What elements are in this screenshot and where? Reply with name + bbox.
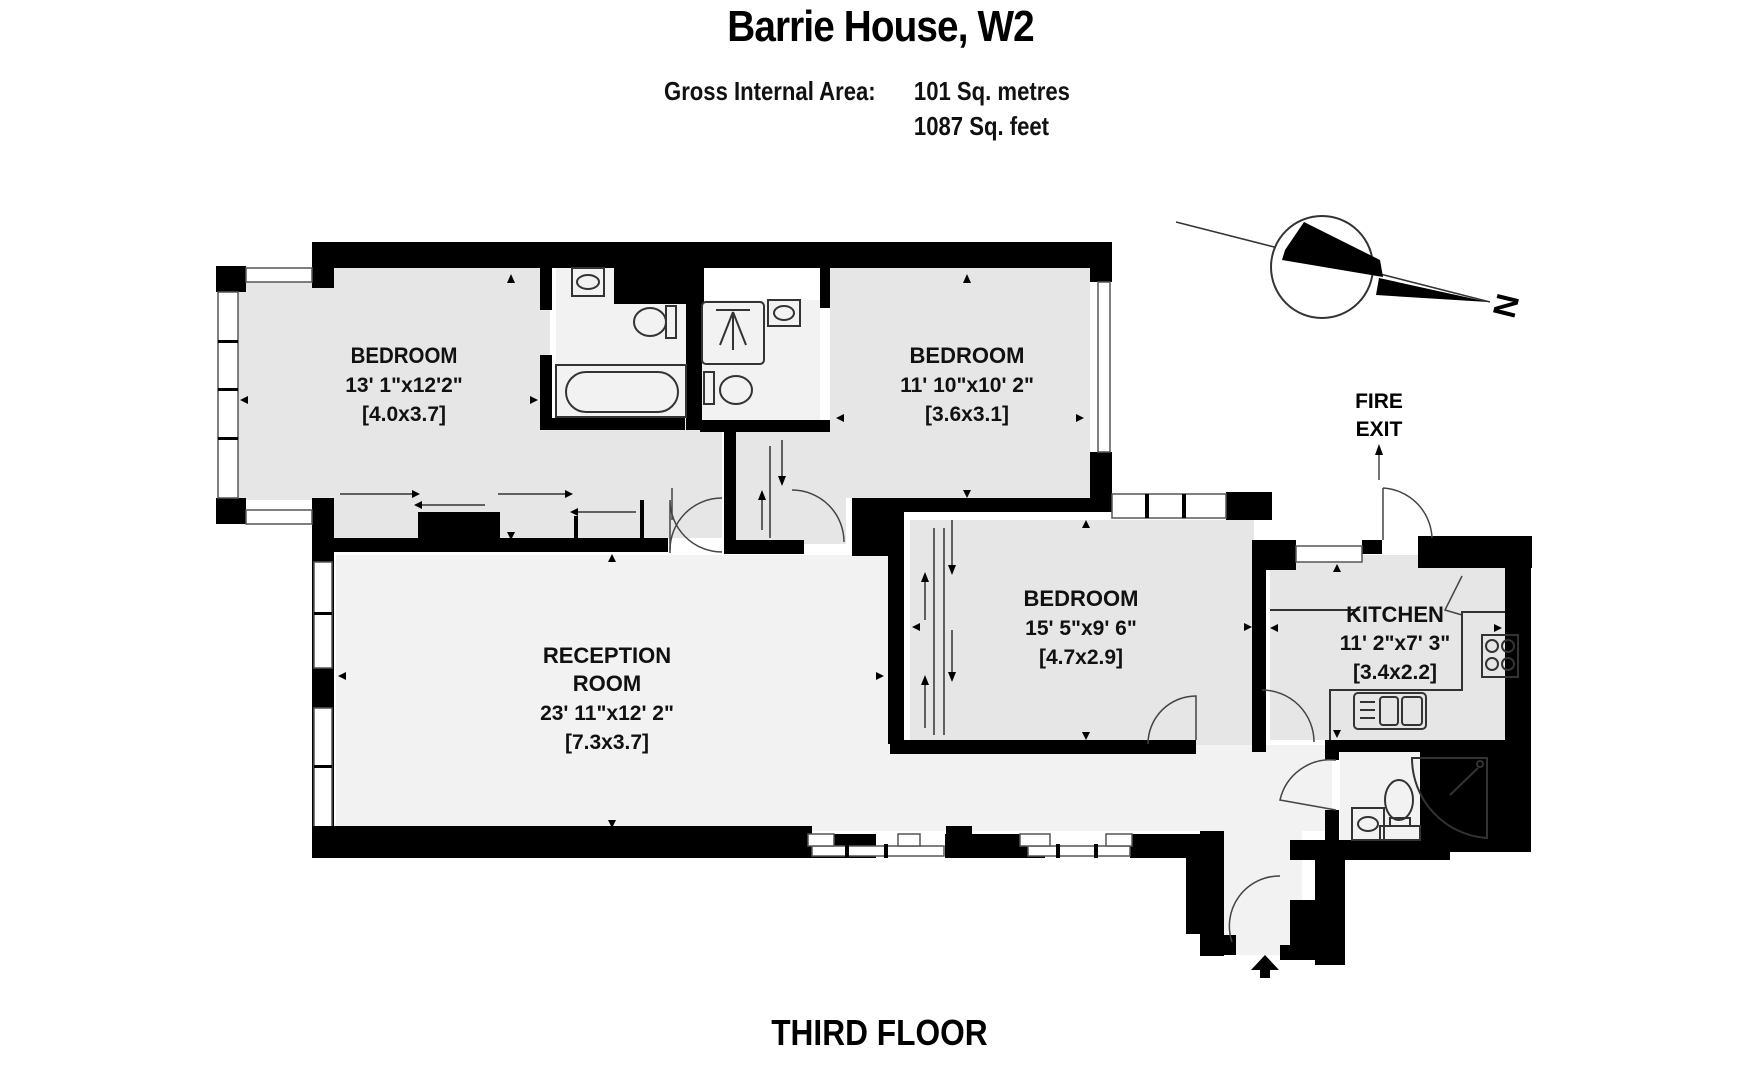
wardrobe-doors: [340, 440, 956, 735]
measurement-markers: [240, 274, 1502, 828]
area-label: Gross Internal Area:: [664, 76, 876, 106]
bathroom-fixtures: [555, 267, 1488, 841]
fire-exit: FIRE EXIT: [1355, 390, 1403, 480]
room-labels: BEDROOM 13' 1"x12'2" [4.0x3.7] BEDROOM 1…: [345, 343, 1450, 754]
area-metric: 101 Sq. metres: [913, 76, 1070, 106]
area-imperial: 1087 Sq. feet: [913, 111, 1050, 141]
room-fills: [236, 268, 1526, 955]
room-name: BEDROOM: [1024, 586, 1139, 611]
room-name: KITCHEN: [1346, 602, 1444, 627]
room-name: BEDROOM: [910, 343, 1025, 368]
room-imperial: 11' 10"x10' 2": [900, 374, 1034, 397]
room-kitchen: KITCHEN 11' 2"x7' 3" [3.4x2.2]: [1340, 602, 1451, 684]
kitchen-fixtures: [1270, 609, 1519, 740]
room-metric: [7.3x3.7]: [565, 731, 649, 754]
floor-label: THIRD FLOOR: [771, 1012, 988, 1053]
fire-exit-line1: FIRE: [1355, 390, 1403, 413]
room-reception: RECEPTION ROOM 23' 11"x12' 2" [7.3x3.7]: [540, 643, 674, 754]
doors: [669, 487, 1463, 943]
fire-exit-arrow-icon: [1375, 444, 1383, 455]
room-metric: [3.4x2.2]: [1353, 661, 1437, 684]
fire-exit-line2: EXIT: [1356, 418, 1403, 441]
room-imperial: 13' 1"x12'2": [345, 374, 463, 397]
room-bedroom-2: BEDROOM 11' 10"x10' 2" [3.6x3.1]: [900, 343, 1034, 426]
room-name-line1: RECEPTION: [543, 643, 671, 668]
room-metric: [3.6x3.1]: [925, 403, 1009, 426]
room-imperial: 15' 5"x9' 6": [1025, 617, 1137, 640]
entrance-arrow-icon: [1251, 955, 1279, 978]
room-name-line2: ROOM: [573, 671, 641, 696]
room-metric: [4.7x2.9]: [1039, 646, 1123, 669]
compass-icon: N: [1175, 215, 1527, 321]
room-bedroom-1: BEDROOM 13' 1"x12'2" [4.0x3.7]: [345, 343, 463, 426]
room-imperial: 23' 11"x12' 2": [540, 702, 674, 725]
north-label: N: [1486, 290, 1527, 321]
room-name: BEDROOM: [351, 343, 458, 368]
gross-internal-area: Gross Internal Area: 101 Sq. metres 1087…: [664, 76, 1070, 146]
room-imperial: 11' 2"x7' 3": [1340, 632, 1451, 655]
plan-title: Barrie House, W2: [727, 2, 1034, 51]
room-bedroom-3: BEDROOM 15' 5"x9' 6" [4.7x2.9]: [1024, 586, 1139, 669]
room-metric: [4.0x3.7]: [362, 403, 446, 426]
